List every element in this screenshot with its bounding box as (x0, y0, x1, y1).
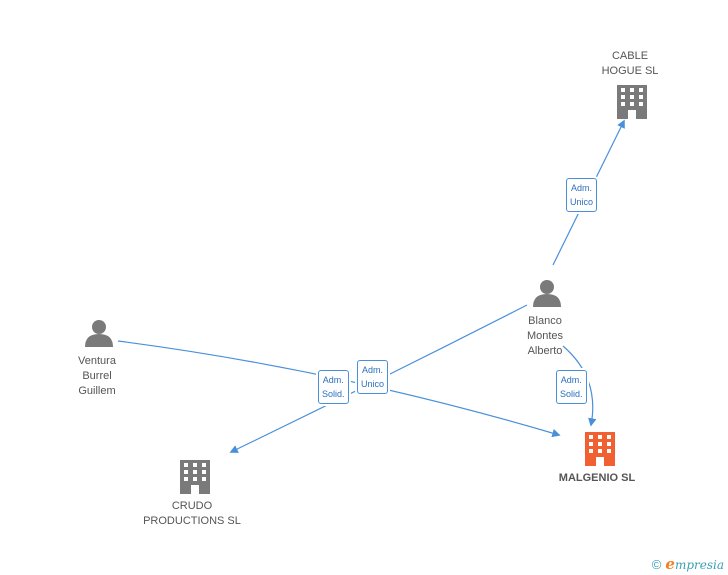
building-icon[interactable] (180, 460, 210, 494)
brand-logo: empresia (665, 555, 724, 573)
role-badge-adm-solid: Adm. Solid. (556, 370, 587, 404)
role-badge-adm-unico: Adm. Unico (357, 360, 389, 394)
brand-footer[interactable]: © empresia (652, 555, 724, 573)
building-icon[interactable] (617, 85, 647, 119)
role-badge-adm-unico: Adm. Unico (566, 178, 598, 212)
main-building-icon[interactable] (585, 432, 615, 466)
person-label-ventura-burrel[interactable]: Ventura Burrel Guillem (78, 355, 116, 397)
company-label-malgenio[interactable]: MALGENIO SL (558, 472, 636, 484)
role-badge-adm-solid: Adm. Solid. (318, 370, 349, 404)
person-icon[interactable] (85, 320, 113, 347)
edge-blanco-malgenio (562, 345, 597, 427)
person-label-blanco-montes[interactable]: Blanco Montes Alberto (526, 315, 564, 357)
copyright-icon: © (651, 556, 662, 572)
company-label-cable-hogue[interactable]: CABLE HOGUE SL (601, 50, 659, 77)
company-label-crudo-productions[interactable]: CRUDO PRODUCTIONS SL (143, 500, 241, 527)
person-icon[interactable] (533, 280, 561, 307)
